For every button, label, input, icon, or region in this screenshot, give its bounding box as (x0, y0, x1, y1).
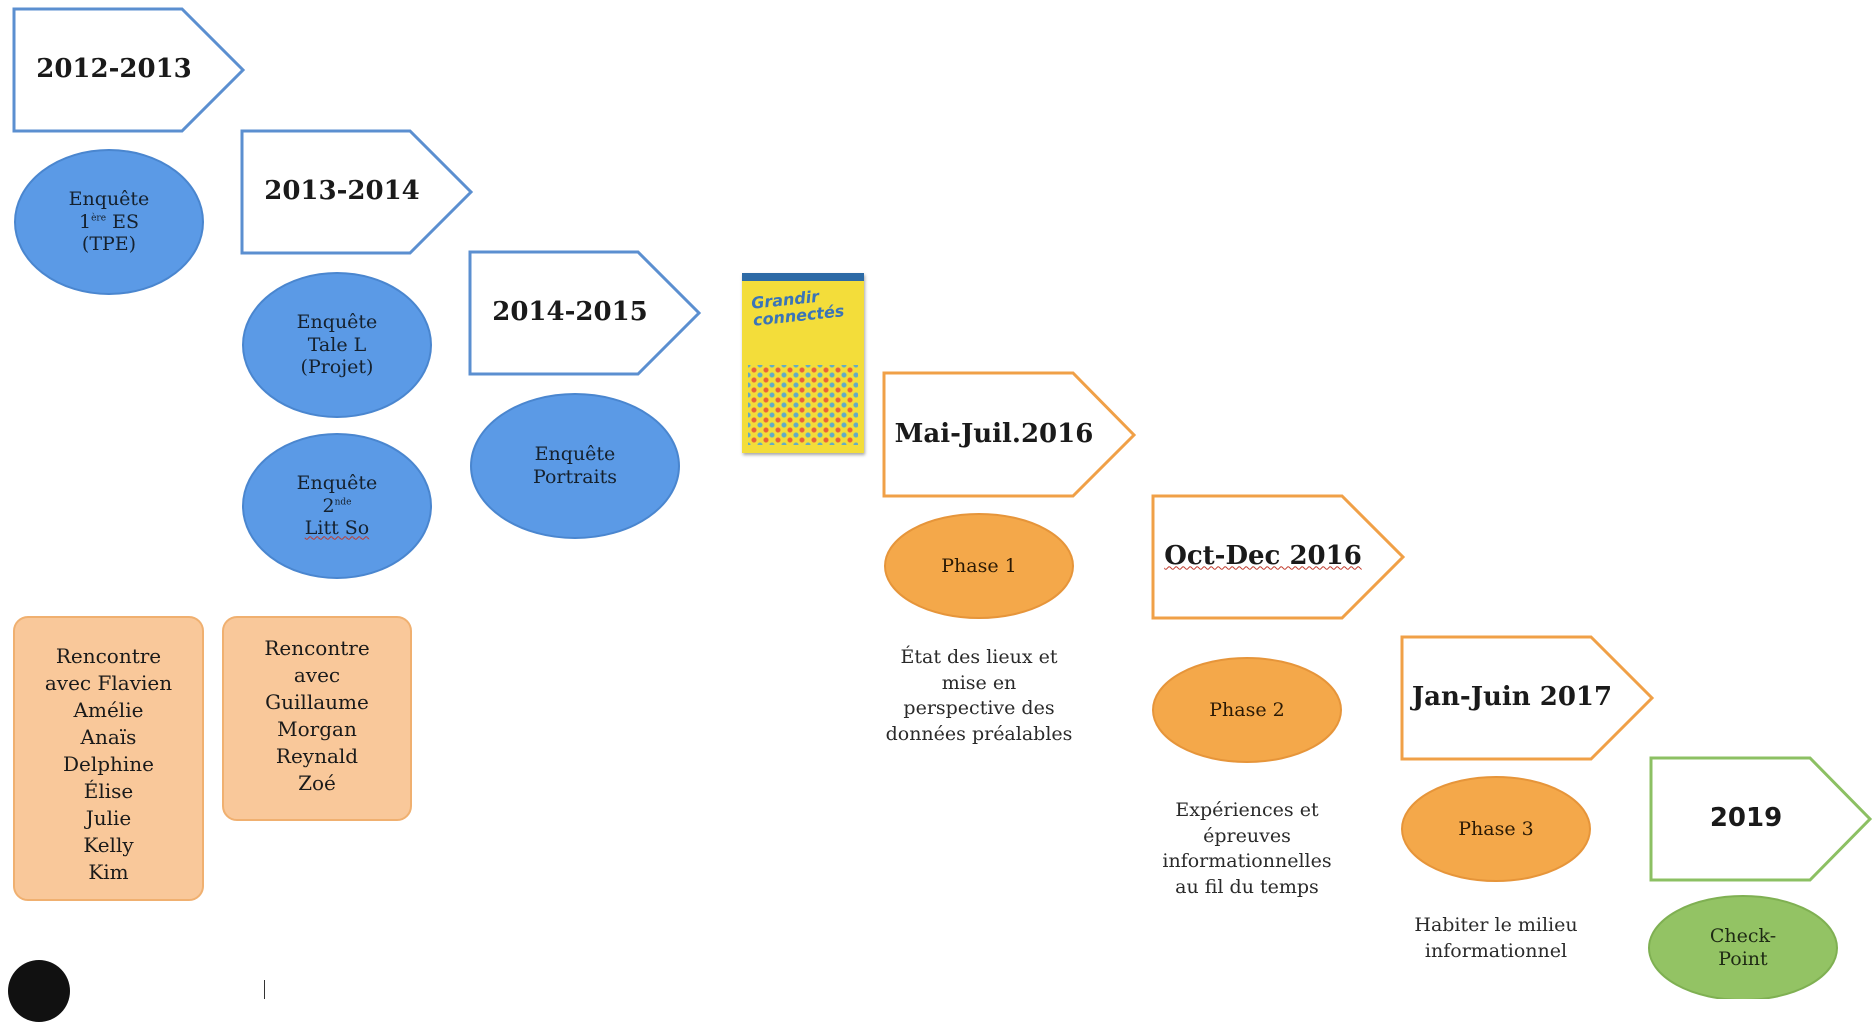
book-cover-stripe (742, 273, 864, 281)
phase-ellipse-3 (1401, 776, 1591, 882)
phase-2-desc-line: au fil du temps (1175, 875, 1319, 898)
phase-desc-3: Habiter le milieu informationnel (1386, 913, 1606, 973)
phase-1-desc-line: État des lieux et (900, 646, 1058, 668)
rencontre-2-line: Morgan (277, 717, 357, 741)
rencontre-box-2 (222, 616, 412, 821)
checkpoint-label: Check- Point (1663, 918, 1823, 978)
enquete-ellipse-4 (470, 393, 680, 539)
book-cover-title: Grandir connectés (750, 286, 845, 330)
enquete-ellipse-3 (242, 433, 432, 579)
book-cover-pattern (748, 365, 858, 445)
rencontre-1-line: Amélie (73, 698, 144, 722)
rencontre-1-line: Delphine (62, 752, 155, 776)
phase-label-2: Phase 2 (1209, 698, 1285, 721)
period-arrow-oct-dec-2016 (1151, 494, 1406, 620)
rencontre-box-1 (13, 616, 204, 901)
enquete-2-line3: (Projet) (300, 356, 374, 379)
logo-divider (264, 980, 265, 999)
enquete-4-line2: Portraits (532, 466, 618, 488)
period-arrow-2013-2014 (240, 129, 474, 255)
period-arrow-2014-2015 (468, 250, 702, 376)
book-cover-image: Grandir connectés (742, 273, 864, 453)
enquete-1-level-sup: ère (91, 213, 107, 224)
enquete-ellipse-2 (242, 272, 432, 418)
period-label-oct-dec-2016: Oct-Dec 2016 (1153, 527, 1373, 587)
enquete-3-level-sup: nde (334, 497, 352, 508)
rencontre-text-1: Rencontre avec Flavien Amélie Anaïs Delp… (14, 617, 203, 900)
enquete-4-line1: Enquête (534, 443, 616, 466)
enquete-2-line2: Tale L (307, 333, 367, 356)
enquete-3-level: 2 (322, 494, 335, 517)
phase-2-desc-line: épreuves (1203, 824, 1291, 847)
enquete-2-line1: Enquête (296, 310, 378, 333)
period-label-2014-2015: 2014-2015 (492, 297, 648, 328)
enquete-1-level: 1 (78, 210, 92, 233)
enquete-ellipse-1 (14, 149, 204, 295)
enquete-label-2: Enquête Tale L (Projet) (257, 305, 417, 385)
period-arrow-mai-juil-2016 (882, 371, 1137, 498)
phase-ellipse-1 (884, 513, 1074, 619)
rencontre-1-line: Kim (88, 860, 129, 884)
logo-icon (8, 960, 70, 1022)
checkpoint-ellipse (1648, 895, 1838, 999)
period-arrow-jan-juin-2017 (1400, 635, 1655, 761)
period-arrow-2019 (1649, 756, 1872, 882)
phase-desc-1: État des lieux et mise en perspective de… (869, 645, 1089, 755)
rencontre-2-line: Rencontre (264, 636, 370, 660)
rencontre-1-line: Élise (83, 779, 134, 803)
period-label-2019: 2019 (1709, 803, 1783, 834)
period-arrow-2012-2013 (12, 7, 246, 133)
enquete-3-line3: Litt So (304, 517, 370, 540)
rencontre-text-2: Rencontre avec Guillaume Morgan Reynald … (223, 617, 411, 820)
period-label-oct-dec-2016-text: Oct-Dec 2016 (1164, 541, 1362, 572)
phase-ellipse-2 (1152, 657, 1342, 763)
rencontre-1-line: Anaïs (80, 725, 137, 749)
rencontre-2-line: Zoé (298, 771, 336, 795)
rencontre-2-line: avec (293, 663, 341, 687)
checkpoint-line2: Point (1718, 948, 1768, 970)
rencontre-1-line: Julie (85, 806, 132, 830)
period-label-mai-juil-2016: Mai-Juil.2016 (894, 419, 1094, 450)
enquete-3-line2: 2nde (297, 495, 378, 518)
rencontre-1-line: avec Flavien (44, 671, 173, 695)
phase-desc-2: Expériences et épreuves informationnelle… (1137, 798, 1357, 908)
phase-1-desc-line: données préalables (885, 722, 1073, 745)
enquete-label-3: Enquête 2nde Litt So (257, 466, 417, 546)
enquete-1-track: ES (106, 210, 139, 233)
enquete-label-4: Enquête Portraits (495, 436, 655, 496)
enquete-1-line3: (TPE) (81, 233, 137, 256)
enquete-3-line1: Enquête (296, 471, 378, 494)
enquete-1-line2: 1ère ES (69, 211, 150, 234)
phase-1-desc-line: perspective des (903, 697, 1055, 720)
enquete-1-line1: Enquête (68, 187, 150, 210)
timeline-diagram: 2012-2013 2013-2014 2014-2015 Mai-Juil.2… (8, 7, 1872, 1022)
enquete-label-1: Enquête 1ère ES (TPE) (29, 182, 189, 262)
period-label-jan-juin-2017: Jan-Juin 2017 (1411, 682, 1613, 713)
phase-1-desc-line: mise en (941, 671, 1017, 694)
phase-label-1: Phase 1 (941, 554, 1017, 577)
rencontre-1-line: Rencontre (55, 644, 162, 668)
period-label-2012-2013: 2012-2013 (36, 54, 192, 85)
diagram-shapes (12, 7, 1872, 999)
phase-label-3: Phase 3 (1458, 817, 1534, 840)
phase-3-desc-line: Habiter le milieu (1414, 914, 1578, 936)
phase-2-desc-line: informationnelles (1162, 850, 1332, 873)
checkpoint-line1: Check- (1709, 925, 1777, 948)
period-label-2013-2014: 2013-2014 (264, 176, 420, 207)
rencontre-2-line: Reynald (275, 744, 359, 768)
rencontre-2-line: Guillaume (265, 690, 369, 714)
phase-3-desc-line: informationnel (1424, 939, 1568, 962)
rencontre-1-line: Kelly (83, 833, 134, 857)
phase-2-desc-line: Expériences et (1175, 799, 1319, 821)
